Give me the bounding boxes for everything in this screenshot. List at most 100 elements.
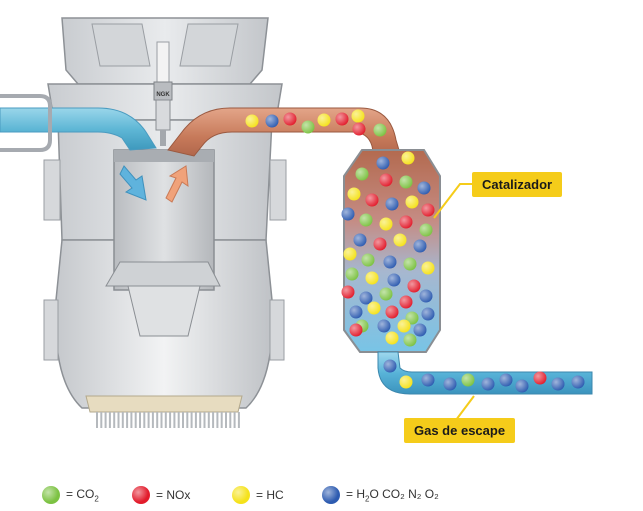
molecule-highlight	[335, 112, 349, 126]
legend-item-co2: = CO2	[42, 485, 99, 505]
molecule-highlight	[387, 273, 401, 287]
legend-text-nox: = NOx	[156, 488, 191, 502]
oil-pan-fin	[108, 412, 111, 428]
catalyst-leader-line	[433, 183, 474, 219]
molecule-highlight	[376, 156, 390, 170]
oil-pan-fin	[147, 412, 150, 428]
molecule-highlight	[403, 333, 417, 347]
molecule-highlight	[399, 295, 413, 309]
molecule-highlight	[407, 279, 421, 293]
molecule-highlight	[383, 359, 397, 373]
oil-pan-fin	[126, 412, 129, 428]
oil-pan-fin	[207, 412, 210, 428]
exhaust-flow-arrow	[165, 165, 189, 203]
oil-pan-fin	[203, 412, 206, 428]
legend: = CO2 = NOx = HC = H2O CO₂ N₂ O₂	[0, 480, 643, 510]
oil-pan-fin	[100, 412, 103, 428]
oil-pan-fins	[96, 412, 240, 428]
intake-flow-arrow	[119, 165, 147, 201]
oil-pan-fin	[173, 412, 176, 428]
molecule-highlight	[399, 175, 413, 189]
molecule-highlight	[359, 213, 373, 227]
molecule-highlight	[373, 237, 387, 251]
molecule-highlight	[405, 311, 419, 325]
oil-pan-fin	[182, 412, 184, 428]
molecule-highlight	[351, 109, 365, 123]
molecule-highlight	[397, 319, 411, 333]
molecule-highlight	[401, 151, 415, 165]
legend-dot-hc	[232, 486, 250, 504]
molecule-highlight	[405, 195, 419, 209]
molecule-highlight	[533, 371, 547, 385]
molecule-highlight	[515, 379, 529, 393]
oil-pan-fin	[143, 412, 146, 428]
oil-pan-fin	[225, 412, 227, 428]
oil-pan-fin	[117, 412, 120, 428]
spark-plug: NGK	[153, 41, 173, 146]
legend-item-h2o: = H2O CO₂ N₂ O₂	[322, 485, 439, 505]
oil-pan-fin	[169, 412, 172, 428]
molecule-highlight	[419, 223, 433, 237]
molecule-highlight	[283, 112, 297, 126]
molecule-highlight	[421, 373, 435, 387]
molecule-highlight	[481, 377, 495, 391]
molecule-highlight	[421, 307, 435, 321]
molecule-highlight	[265, 114, 279, 128]
molecule-highlight	[385, 331, 399, 345]
molecule-highlight	[385, 305, 399, 319]
molecule-highlight	[347, 187, 361, 201]
oil-pan-fin	[104, 412, 107, 428]
exhaust-leader-line	[455, 395, 475, 421]
legend-text-hc: = HC	[256, 488, 284, 502]
piston	[105, 261, 221, 337]
oil-pan-fin	[194, 412, 197, 428]
oil-pan-fin	[156, 412, 159, 428]
molecule-highlight	[461, 373, 475, 387]
molecule-highlight	[301, 120, 315, 134]
molecule-highlight	[419, 289, 433, 303]
oil-pan-fin	[134, 412, 137, 428]
molecule-highlight	[317, 113, 331, 127]
oil-pan-fin	[151, 412, 154, 428]
molecule-highlight	[379, 217, 393, 231]
oil-pan-fin	[229, 412, 232, 428]
intake-pipe	[0, 94, 157, 152]
oil-pan-fin	[199, 412, 202, 428]
molecule-highlight	[359, 291, 373, 305]
molecule-highlight	[377, 319, 391, 333]
molecule-highlight	[399, 375, 413, 389]
oil-pan-fin	[160, 412, 163, 428]
oil-pan-fin	[212, 412, 215, 428]
molecules	[245, 109, 585, 393]
legend-dot-h2o	[322, 486, 340, 504]
legend-item-hc: = HC	[232, 485, 284, 505]
molecule-highlight	[413, 239, 427, 253]
molecule-highlight	[353, 233, 367, 247]
oil-pan-fin	[130, 412, 133, 428]
legend-text-h2o: = H2O CO₂ N₂ O₂	[346, 486, 439, 504]
spark-plug-brand: NGK	[156, 92, 170, 98]
molecule-highlight	[341, 207, 355, 221]
molecule-highlight	[499, 373, 513, 387]
oil-pan-fin	[96, 412, 98, 428]
molecule-highlight	[367, 301, 381, 315]
molecule-highlight	[413, 323, 427, 337]
molecule-highlight	[373, 123, 387, 137]
molecule-highlight	[355, 167, 369, 181]
oil-pan-fin	[139, 412, 141, 428]
molecule-highlight	[403, 257, 417, 271]
oil-pan-fin	[121, 412, 124, 428]
legend-text-co2: = CO2	[66, 486, 99, 504]
molecule-highlight	[383, 255, 397, 269]
oil-pan-fin	[186, 412, 189, 428]
molecule-highlight	[341, 285, 355, 299]
molecule-highlight	[379, 287, 393, 301]
molecule-highlight	[349, 323, 363, 337]
molecule-highlight	[379, 173, 393, 187]
molecule-highlight	[365, 271, 379, 285]
molecule-highlight	[551, 377, 565, 391]
molecule-highlight	[393, 233, 407, 247]
legend-dot-co2	[42, 486, 60, 504]
oil-pan-fin	[233, 412, 236, 428]
